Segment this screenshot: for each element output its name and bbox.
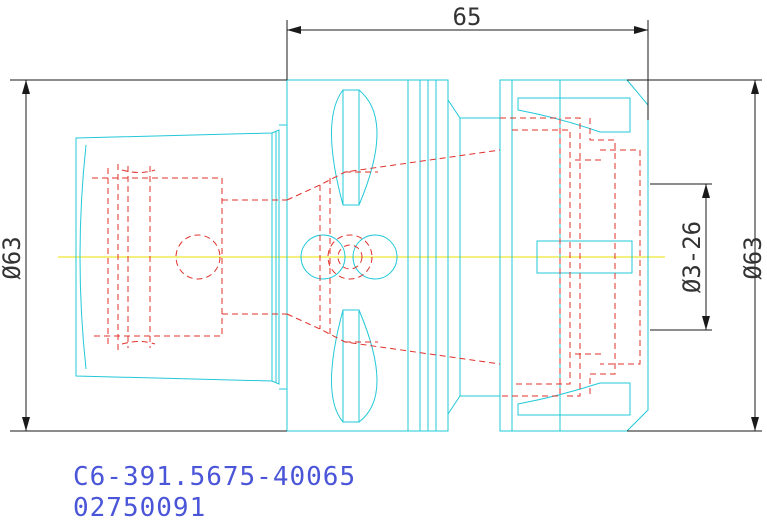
side-hole [175,234,221,280]
body-outline [286,79,449,432]
part-code: C6-391.5675-40065 [73,462,356,492]
boss-circle-left [300,234,346,280]
boss-circle-right [352,234,398,280]
length-dimension-label: 65 [453,3,482,31]
bore-range-label: Ø3-26 [678,221,706,293]
nut-outline [499,79,649,432]
drive-slot-top [342,89,360,206]
drive-slot-bottom [342,309,360,423]
hidden-geometry [92,117,641,397]
dimension-lines [10,20,762,432]
diameter-left-label: Ø63 [0,236,26,279]
neck-outline [447,99,500,415]
part-number: 02750091 [73,493,206,523]
diameter-right-label: Ø63 [739,236,767,279]
